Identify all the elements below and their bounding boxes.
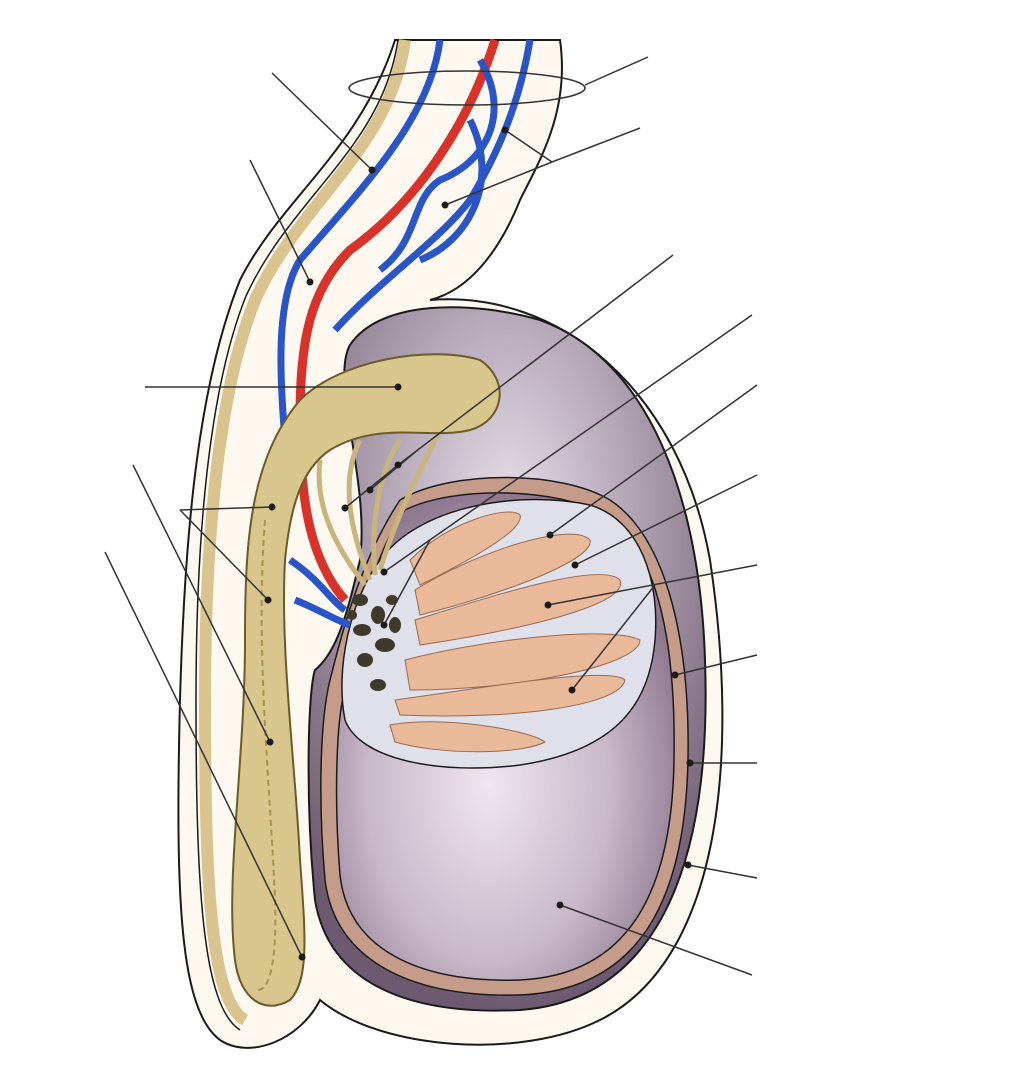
leader-dot <box>394 383 402 391</box>
leader-dot <box>380 568 388 576</box>
leader-dot <box>368 166 376 174</box>
rete-testis <box>347 594 401 691</box>
epididymis <box>231 353 501 1007</box>
rete-channel <box>375 638 395 652</box>
leader-line <box>132 464 273 743</box>
leader-line <box>549 384 758 536</box>
leader-line <box>344 254 674 509</box>
rete-channel <box>386 595 398 605</box>
leader-dot <box>571 561 579 569</box>
vein <box>288 557 348 613</box>
testicular-artery <box>295 38 500 603</box>
spermatic-cord-ring <box>348 70 586 106</box>
rete-channel <box>371 606 385 624</box>
leader-dot <box>501 126 509 134</box>
vein <box>418 118 486 264</box>
ductule <box>377 428 443 571</box>
leader-dots <box>264 126 694 961</box>
leader-dot <box>268 503 276 511</box>
pampiniform-plexus <box>277 39 534 629</box>
rete-channel <box>347 610 357 620</box>
leader-dot <box>568 686 576 694</box>
ductule <box>371 438 403 576</box>
leader-line <box>574 474 758 566</box>
leader-dot <box>366 486 374 494</box>
leader-dot <box>546 531 554 539</box>
leader-dot <box>684 861 692 869</box>
vein <box>277 39 444 441</box>
lobule <box>394 674 626 717</box>
leader-line <box>674 654 758 676</box>
efferent-ductules <box>316 428 443 587</box>
leader-line <box>249 159 311 283</box>
leader-dot <box>686 759 694 767</box>
rete-channel <box>389 617 401 633</box>
leader-line <box>383 314 753 626</box>
vein <box>377 58 498 273</box>
rete-channel <box>357 653 373 667</box>
leader-dot <box>298 953 306 961</box>
vein <box>293 596 352 629</box>
leader-dot <box>544 601 552 609</box>
ductule <box>316 459 367 587</box>
ductule <box>346 438 373 581</box>
leader-dot <box>341 504 349 512</box>
seminiferous-lobules <box>389 511 641 753</box>
lobule <box>414 574 621 646</box>
leader-dot <box>394 461 402 469</box>
leader-line <box>271 72 373 171</box>
leader-dot <box>556 901 564 909</box>
leader-dot <box>306 278 314 286</box>
leader-dot <box>266 738 274 746</box>
rete-channel <box>353 624 371 636</box>
leader-line <box>687 864 758 879</box>
leader-lines <box>104 56 758 976</box>
leader-line <box>104 551 303 958</box>
leader-dot <box>671 671 679 679</box>
lobule <box>409 511 521 586</box>
lobule <box>389 721 546 753</box>
fascia-outline <box>195 39 399 1031</box>
vein <box>332 39 534 333</box>
leader-dot <box>441 201 449 209</box>
lobule <box>414 533 591 616</box>
leader-line <box>571 584 656 691</box>
leader-line <box>559 904 753 976</box>
cremasteric-fascia <box>198 39 411 1026</box>
vas-deferens-lumen <box>257 519 277 991</box>
leader-line <box>444 127 641 206</box>
rete-channel <box>370 679 386 691</box>
leader-line <box>547 564 758 606</box>
leader-dot <box>264 596 272 604</box>
leader-line <box>584 56 649 86</box>
rete-channel <box>352 594 368 606</box>
leader-dot <box>380 621 388 629</box>
